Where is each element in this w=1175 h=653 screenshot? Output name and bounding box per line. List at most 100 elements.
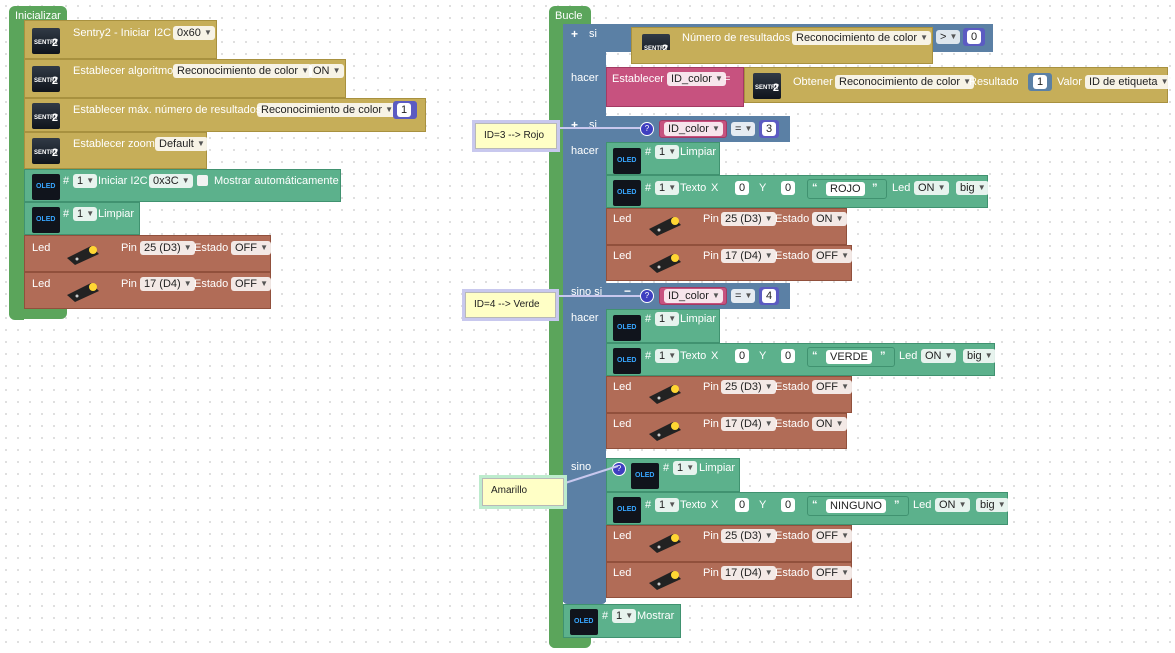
led-block[interactable]: Led Pin 25 (D3)▼ Estado OFF▼ xyxy=(606,525,852,562)
result-input[interactable]: 1 xyxy=(1033,75,1048,89)
comment-question-icon[interactable]: ? xyxy=(640,122,654,136)
elseif-header-color[interactable]: sino si − ? ID_color▼ =▼ 4 xyxy=(563,283,790,309)
get-algo-dropdown[interactable]: Reconocimiento de color▼ xyxy=(835,75,975,89)
oled-num-dropdown[interactable]: 1▼ xyxy=(73,174,98,188)
oled-text-block[interactable]: OLED # 1▼ Texto X 0 Y 0 “ ROJO ” Led ON▼… xyxy=(606,175,989,208)
oled-clear-block[interactable]: OLED # 1▼ Limpiar xyxy=(606,142,720,175)
variable-dropdown[interactable]: ID_color▼ xyxy=(667,72,726,86)
comment-rojo[interactable]: ID=3 --> Rojo xyxy=(475,123,557,149)
algorithm-dropdown[interactable]: Reconocimiento de color▼ xyxy=(173,64,313,78)
comment-question-icon[interactable]: ? xyxy=(640,289,654,303)
condition1-op-dropdown[interactable]: =▼ xyxy=(731,122,756,136)
pin-dropdown[interactable]: 25 (D3)▼ xyxy=(721,529,776,543)
oled-clear-block[interactable]: OLED # 1▼ Limpiar xyxy=(606,309,720,343)
pin-dropdown[interactable]: 17 (D4)▼ xyxy=(721,417,776,431)
led-block[interactable]: Led Pin 25 (D3)▼ Estado ON▼ xyxy=(606,208,847,245)
loop-hat[interactable]: Bucle xyxy=(549,6,591,24)
pin-dropdown[interactable]: 25 (D3)▼ xyxy=(721,380,776,394)
set-variable-block[interactable]: Establecer ID_color▼ = xyxy=(606,67,744,107)
state-dropdown[interactable]: OFF▼ xyxy=(812,566,852,580)
mutator-minus-icon[interactable]: − xyxy=(624,284,632,298)
oled-text-block[interactable]: OLED # 1▼ Texto X 0 Y 0 “ NINGUNO ” Led … xyxy=(606,492,1009,525)
pin-dropdown[interactable]: 25 (D3)▼ xyxy=(721,212,776,226)
state-dropdown[interactable]: OFF▼ xyxy=(231,241,271,255)
init-hat[interactable]: Inicializar xyxy=(9,6,67,24)
mutator-plus-icon[interactable]: + xyxy=(571,118,579,132)
led-block[interactable]: Led Pin 17 (D4)▼ Estado OFF▼ xyxy=(24,272,271,309)
state-dropdown[interactable]: ON▼ xyxy=(812,212,847,226)
y-input[interactable]: 0 xyxy=(781,181,796,195)
oled-num-dropdown[interactable]: 1▼ xyxy=(655,181,680,195)
oled-num-dropdown[interactable]: 1▼ xyxy=(655,312,680,326)
text-size-dropdown[interactable]: big▼ xyxy=(963,349,996,363)
pin-dropdown[interactable]: 25 (D3)▼ xyxy=(140,241,195,255)
string-block[interactable]: “ VERDE ” xyxy=(807,347,895,367)
comment-question-icon[interactable]: ? xyxy=(612,462,626,476)
x-input[interactable]: 0 xyxy=(735,349,750,363)
led-block[interactable]: Led Pin 25 (D3)▼ Estado OFF▼ xyxy=(606,376,852,413)
text-size-dropdown[interactable]: big▼ xyxy=(956,181,989,195)
oled-clear-block[interactable]: OLED # 1▼ Limpiar xyxy=(24,202,140,235)
auto-show-checkbox[interactable] xyxy=(197,175,208,186)
state-dropdown[interactable]: OFF▼ xyxy=(812,529,852,543)
oled-num-dropdown[interactable]: 1▼ xyxy=(655,498,680,512)
oled-init-block[interactable]: OLED # 1▼ Iniciar I2C 0x3C▼ Mostrar auto… xyxy=(24,169,341,202)
text-size-dropdown[interactable]: big▼ xyxy=(976,498,1009,512)
comment-amarillo[interactable]: Amarillo xyxy=(482,478,564,506)
y-input[interactable]: 0 xyxy=(781,349,796,363)
text-led-dropdown[interactable]: ON▼ xyxy=(914,181,949,195)
condition1-value-input[interactable]: 3 xyxy=(762,122,777,136)
pin-dropdown[interactable]: 17 (D4)▼ xyxy=(721,249,776,263)
led-block[interactable]: Led Pin 17 (D4)▼ Estado ON▼ xyxy=(606,413,847,449)
mutator-plus-icon[interactable]: + xyxy=(571,27,579,41)
value-field-dropdown[interactable]: ID de etiqueta▼ xyxy=(1085,75,1172,89)
oled-text-block[interactable]: OLED # 1▼ Texto X 0 Y 0 “ VERDE ” Led ON… xyxy=(606,343,996,376)
oled-num-dropdown[interactable]: 1▼ xyxy=(673,461,698,475)
zoom-dropdown[interactable]: Default▼ xyxy=(155,137,208,151)
condition1-var-dropdown[interactable]: ID_color▼ xyxy=(664,122,723,136)
state-dropdown[interactable]: ON▼ xyxy=(812,417,847,431)
condition2-var[interactable]: ID_color▼ xyxy=(659,287,727,305)
pin-dropdown[interactable]: 17 (D4)▼ xyxy=(140,277,195,291)
condition1-var[interactable]: ID_color▼ xyxy=(659,120,727,138)
string-input[interactable]: VERDE xyxy=(826,350,872,364)
led-block[interactable]: Led Pin 25 (D3)▼ Estado OFF▼ xyxy=(24,235,271,272)
condition2-value-input[interactable]: 4 xyxy=(762,289,777,303)
state-dropdown[interactable]: OFF▼ xyxy=(812,249,852,263)
x-input[interactable]: 0 xyxy=(735,181,750,195)
if-block-color[interactable] xyxy=(563,116,606,602)
oled-num-dropdown[interactable]: 1▼ xyxy=(73,207,98,221)
string-input[interactable]: ROJO xyxy=(826,182,865,196)
string-block[interactable]: “ NINGUNO ” xyxy=(807,496,909,516)
sentry-addr-dropdown[interactable]: 0x60▼ xyxy=(173,26,215,40)
result-count-algo-dropdown[interactable]: Reconocimiento de color▼ xyxy=(792,31,932,45)
state-dropdown[interactable]: OFF▼ xyxy=(812,380,852,394)
state-dropdown[interactable]: OFF▼ xyxy=(231,277,271,291)
condition2-op-dropdown[interactable]: =▼ xyxy=(731,289,756,303)
pin-dropdown[interactable]: 17 (D4)▼ xyxy=(721,566,776,580)
y-input[interactable]: 0 xyxy=(781,498,796,512)
max-value-input[interactable]: 1 xyxy=(397,103,412,117)
oled-num-dropdown[interactable]: 1▼ xyxy=(655,145,680,159)
oled-num-dropdown[interactable]: 1▼ xyxy=(655,349,680,363)
text-led-dropdown[interactable]: ON▼ xyxy=(921,349,956,363)
compare-op-dropdown[interactable]: >▼ xyxy=(936,30,961,44)
led-block[interactable]: Led Pin 17 (D4)▼ Estado OFF▼ xyxy=(606,562,852,598)
algorithm-state-dropdown[interactable]: ON▼ xyxy=(309,64,344,78)
led-block[interactable]: Led Pin 17 (D4)▼ Estado OFF▼ xyxy=(606,245,852,281)
oled-show-block[interactable]: OLED # 1▼ Mostrar xyxy=(563,604,681,638)
comment-verde[interactable]: ID=4 --> Verde xyxy=(465,292,556,318)
oled-num-dropdown[interactable]: 1▼ xyxy=(612,609,637,623)
if-header-color[interactable]: + si ? ID_color▼ =▼ 3 xyxy=(563,116,790,142)
oled-clear-block[interactable]: ? OLED # 1▼ Limpiar xyxy=(606,458,740,492)
oled-addr-dropdown[interactable]: 0x3C▼ xyxy=(149,174,193,188)
x-input[interactable]: 0 xyxy=(735,498,750,512)
condition2-var-dropdown[interactable]: ID_color▼ xyxy=(664,289,723,303)
text-led-dropdown[interactable]: ON▼ xyxy=(935,498,970,512)
string-input[interactable]: NINGUNO xyxy=(826,499,886,513)
